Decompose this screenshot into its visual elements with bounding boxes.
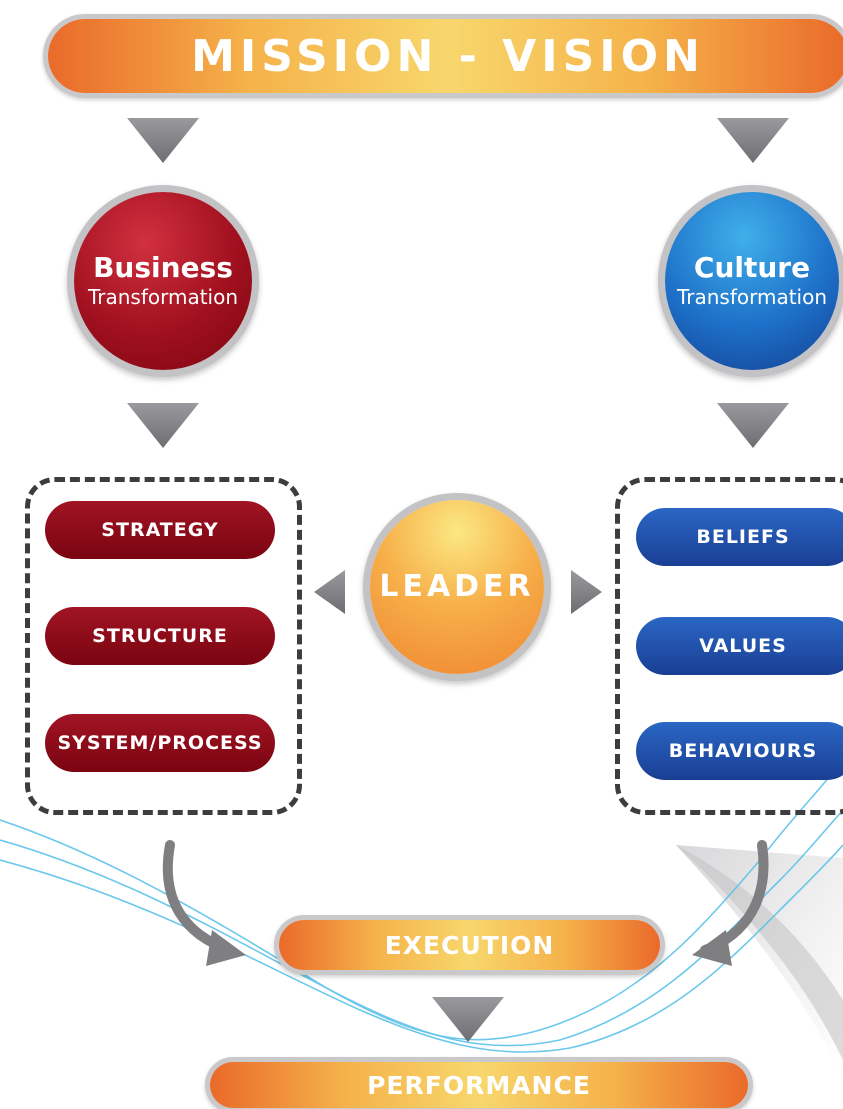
down-arrow-icon [432,997,504,1042]
leader-label: LEADER [379,569,535,604]
leader-circle: LEADER [370,500,544,674]
mission-vision-banner: MISSION - VISION [48,19,843,93]
mission-vision-title: MISSION - VISION [191,30,705,82]
behaviours-pill: BEHAVIOURS [636,722,843,780]
business-title: Business [93,251,233,284]
strategy-label: STRATEGY [101,519,219,541]
business-subtitle: Transformation [87,285,239,309]
business-transformation-circle: Business Transformation [74,192,252,370]
down-arrow-icon [127,118,199,163]
performance-label: PERFORMANCE [367,1070,591,1100]
beliefs-pill: BELIEFS [636,508,843,566]
performance-banner: PERFORMANCE [210,1062,748,1108]
execution-label: EXECUTION [384,930,555,960]
down-arrow-icon [127,403,199,448]
structure-pill: STRUCTURE [45,607,275,665]
execution-banner: EXECUTION [279,920,660,970]
curved-arrow-right-head [692,930,732,966]
right-arrow-icon [571,570,602,614]
structure-label: STRUCTURE [92,625,228,647]
business-components-box [25,477,302,815]
paper-swoosh [676,845,843,1080]
beliefs-label: BELIEFS [696,526,790,548]
left-arrow-icon [314,570,345,614]
culture-components-box [615,477,843,815]
down-arrow-icon [717,403,789,448]
curved-arrow-left-head [206,930,246,966]
culture-title: Culture [693,251,811,284]
down-arrow-icon [717,118,789,163]
values-pill: VALUES [636,617,843,675]
curved-arrow-left [162,840,235,955]
culture-subtitle: Transformation [676,285,828,309]
behaviours-label: BEHAVIOURS [668,740,818,762]
system-process-pill: SYSTEM/PROCESS [45,714,275,772]
culture-transformation-circle: Culture Transformation [665,192,839,370]
values-label: VALUES [699,635,787,657]
strategy-pill: STRATEGY [45,501,275,559]
system-process-label: SYSTEM/PROCESS [57,732,263,754]
